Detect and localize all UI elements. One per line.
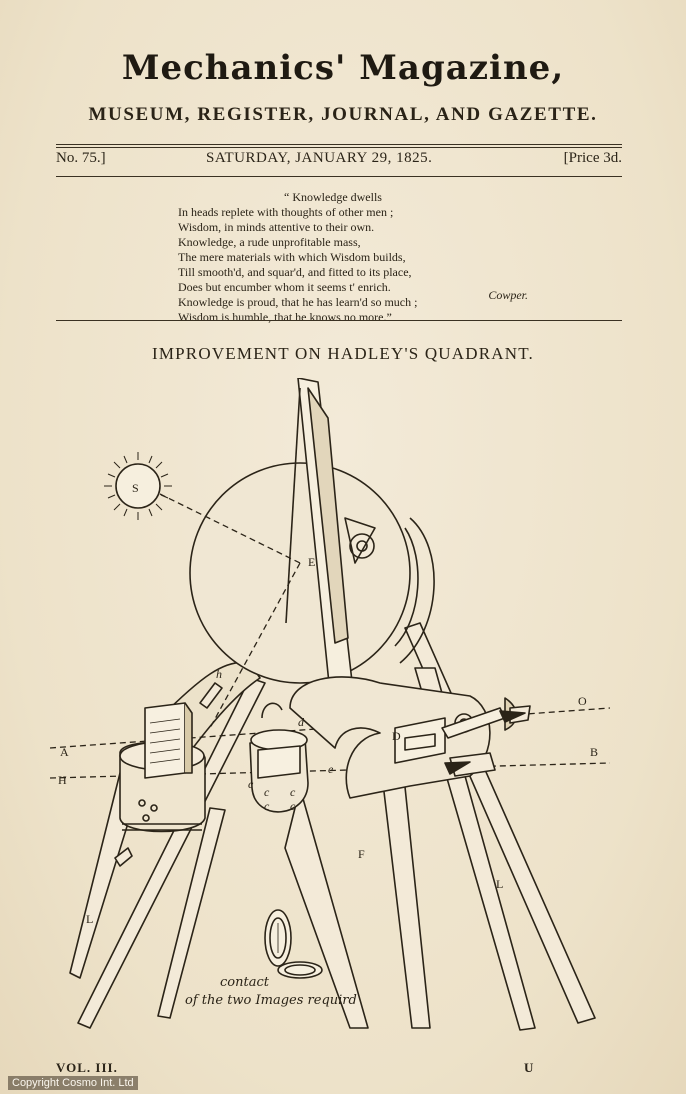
caption-line-1: contact	[220, 975, 270, 990]
quadrant-engraving: S E A H B O D F L L d e c c c c c h cont…	[50, 378, 630, 1038]
epigraph-rule	[56, 320, 622, 321]
label-h: H	[58, 773, 67, 787]
label-c: c	[248, 777, 254, 791]
quadrant-illustration: S E A H B O D F L L d e c c c c c h cont…	[50, 378, 611, 1031]
masthead-subtitle: MUSEUM, REGISTER, JOURNAL, AND GAZETTE.	[88, 104, 598, 125]
issue-price: [Price 3d.	[563, 150, 622, 166]
label-f: F	[358, 847, 365, 861]
epigraph: “ Knowledge dwells In heads replete with…	[178, 190, 528, 325]
volume-number: VOL. III.	[56, 1060, 118, 1075]
arm-slider	[199, 682, 223, 709]
label-d-lower: d	[298, 715, 305, 729]
label-e: E	[308, 555, 315, 569]
arrow-o	[499, 710, 526, 723]
label-c: c	[264, 799, 270, 813]
epigraph-line: Wisdom is humble, that he knows no more.…	[178, 310, 392, 324]
epigraph-line: Wisdom, in minds attentive to their own.	[178, 220, 375, 234]
masthead-rule-top-double	[56, 147, 622, 148]
index-mirror	[189, 462, 435, 684]
epigraph-line: In heads replete with thoughts of other …	[178, 205, 394, 219]
label-c: c	[264, 785, 270, 799]
label-h-small: h	[216, 667, 222, 681]
issue-line: No. 75.] SATURDAY, JANUARY 29, 1825. [Pr…	[56, 150, 622, 174]
label-o: O	[578, 694, 587, 708]
signature-mark: U	[524, 1060, 534, 1075]
article-title: IMPROVEMENT ON HADLEY'S QUADRANT.	[151, 344, 535, 363]
masthead-title: Mechanics' Magazine,	[121, 48, 565, 88]
issue-rule-bottom	[56, 176, 622, 177]
horizon-glass	[119, 702, 206, 833]
label-d-upper: D	[392, 729, 401, 743]
epigraph-attribution: Cowper.	[488, 288, 528, 302]
epigraph-line: “ Knowledge dwells	[284, 190, 382, 204]
epigraph-line: The mere materials with which Wisdom bui…	[178, 250, 406, 264]
epigraph-line: Knowledge, a rude unprofitable mass,	[178, 235, 361, 249]
label-c: c	[290, 799, 296, 813]
arrow-b	[444, 761, 471, 775]
copyright-watermark: Copyright Cosmo Int. Ltd	[8, 1076, 138, 1090]
issue-number: No. 75.]	[56, 150, 106, 166]
page-footer: VOL. III. U	[56, 1060, 622, 1078]
label-b: B	[590, 745, 598, 759]
label-s: S	[132, 481, 139, 495]
arm-slider	[114, 847, 133, 867]
contact-images-sketch	[264, 909, 323, 979]
label-l-left: L	[86, 912, 93, 926]
label-c: c	[290, 785, 296, 799]
label-a: A	[60, 745, 69, 759]
sun	[104, 452, 172, 520]
epigraph-line: Does but encumber whom it seems t' enric…	[178, 280, 391, 294]
issue-date: SATURDAY, JANUARY 29, 1825.	[206, 150, 433, 166]
masthead-rule-top	[56, 144, 622, 145]
index-glass	[285, 378, 376, 714]
epigraph-line: Knowledge is proud, that he has learn'd …	[178, 295, 418, 309]
epigraph-line: Till smooth'd, and squar'd, and fitted t…	[178, 265, 412, 279]
vernier-box	[249, 702, 309, 813]
label-l-right: L	[496, 877, 503, 891]
label-e-small: e	[328, 762, 334, 776]
caption-line-2: of the two Images requird	[185, 993, 357, 1008]
